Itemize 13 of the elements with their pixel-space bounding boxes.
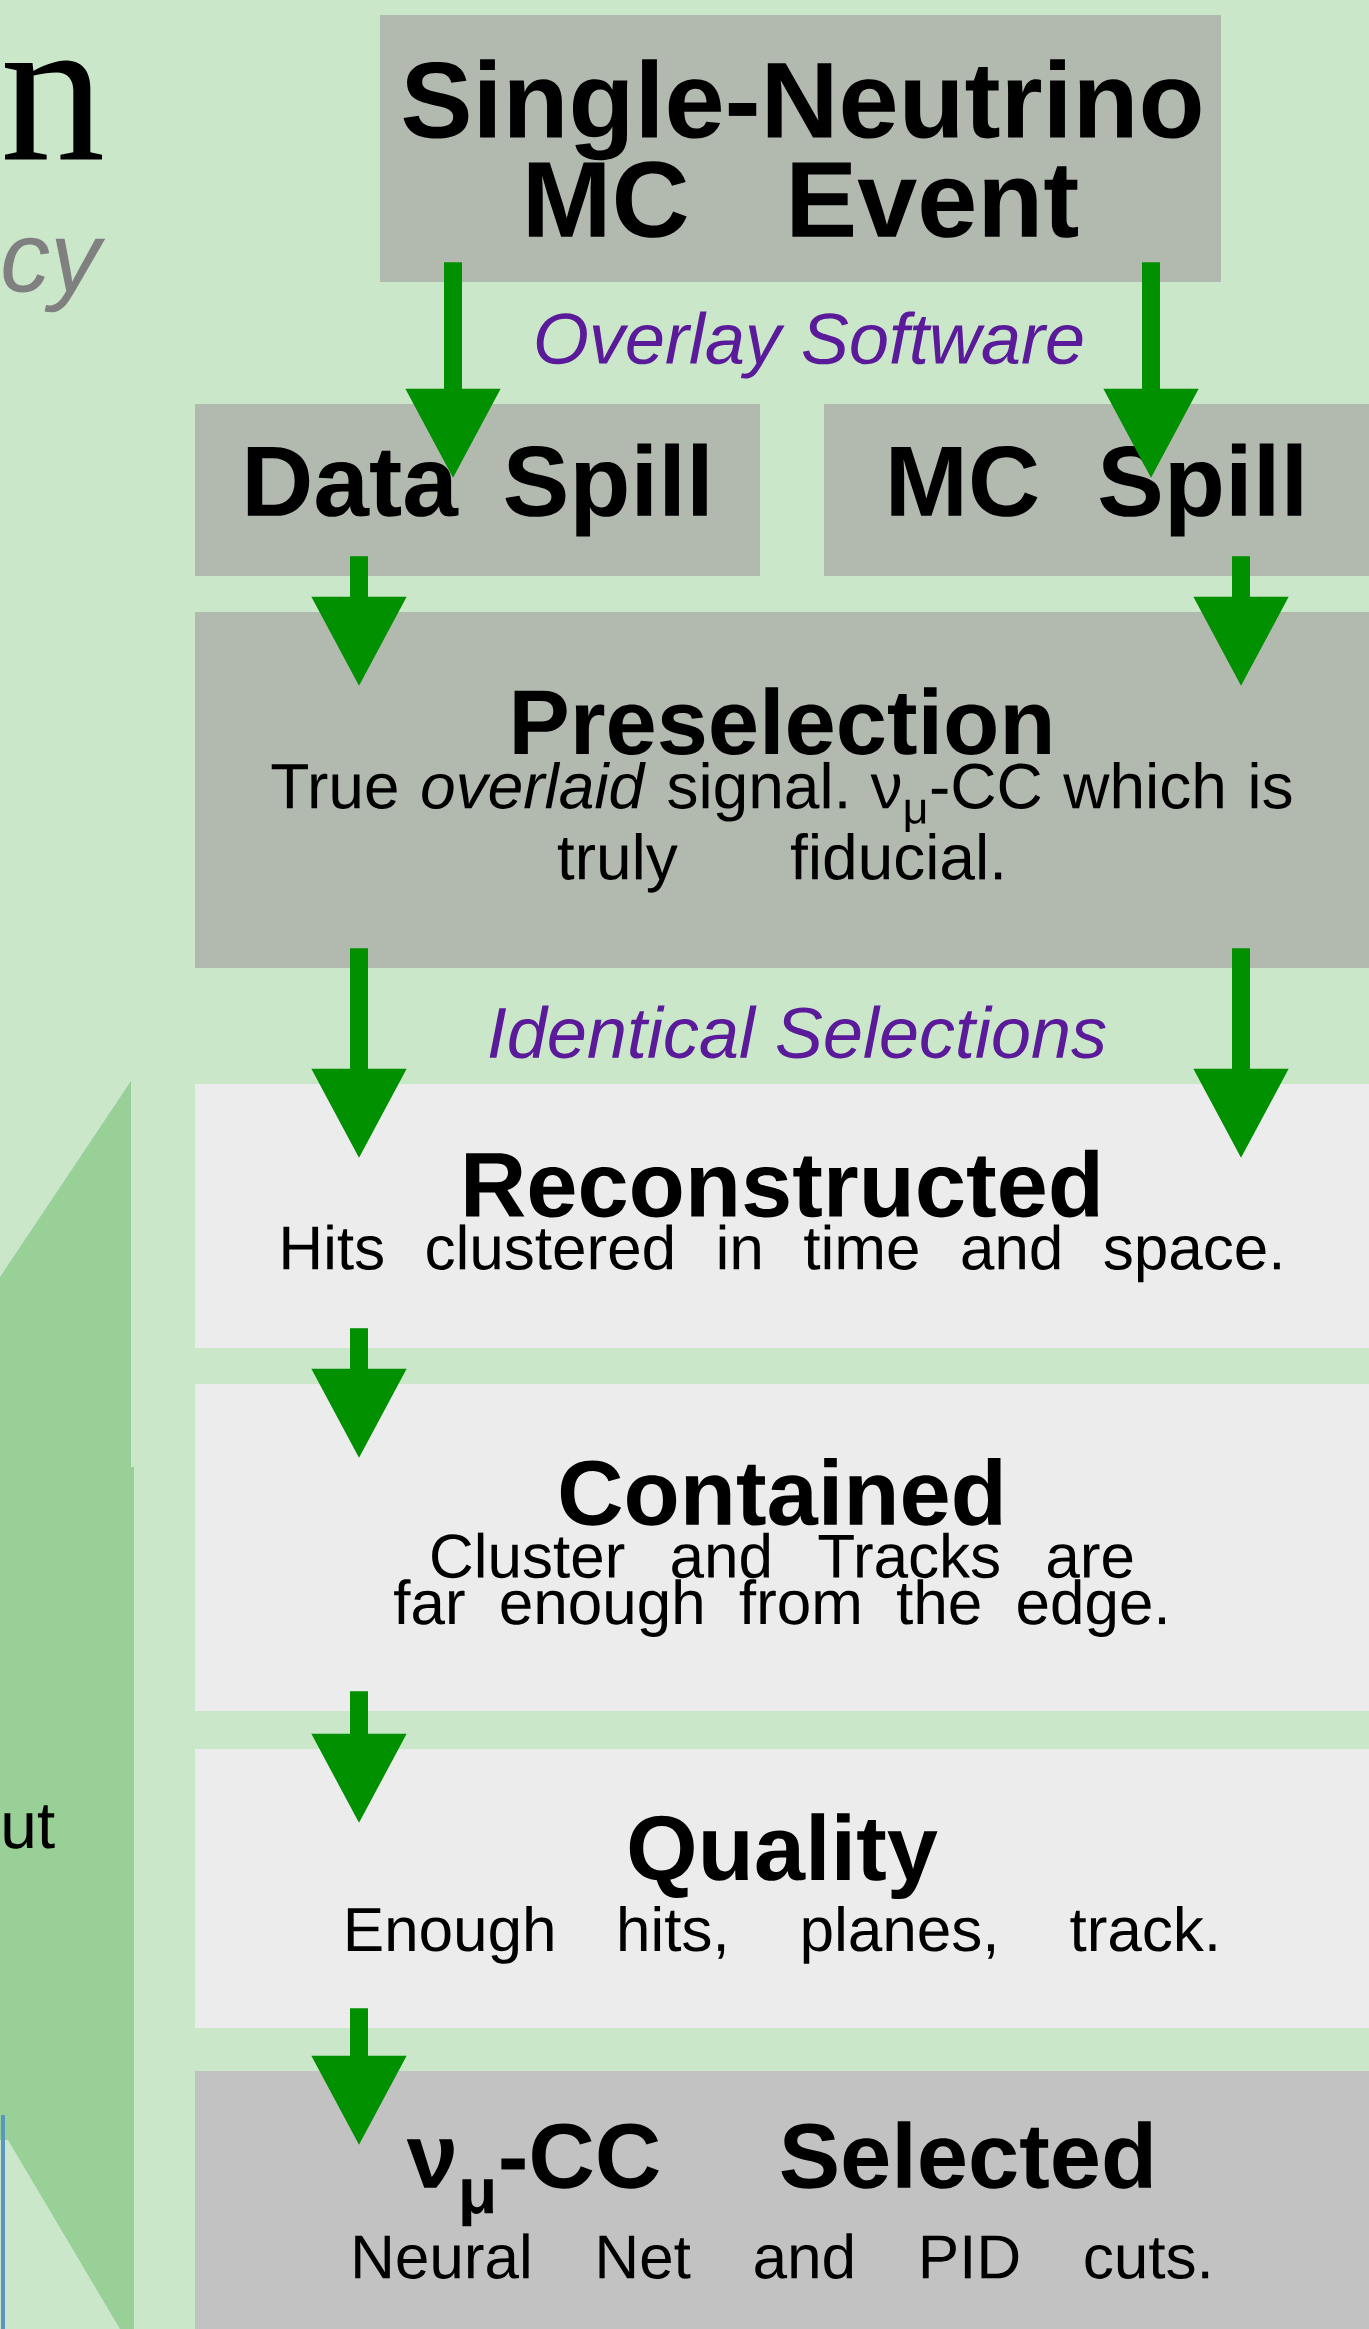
label-text: ut: [4, 1805, 55, 1849]
process-box: Single-Neutrino MC Event: [380, 15, 1221, 282]
process-box: ν$_{μ}$-CC Selected Neural Net and PID cuts.: [195, 2071, 1369, 2329]
process-box: Quality Enough hits, planes, track.: [195, 1749, 1369, 2028]
label-text: n: [5, 60, 102, 160]
process-box: Contained Cluster and Tracks are far enough from the edge.: [195, 1384, 1369, 1711]
label-text: Overlay Software: [536, 311, 1083, 379]
process-box: Preselection True overlaid signal. ν$_{μ}$-CC which is truly fiducial.: [195, 612, 1369, 968]
process-box: Reconstructed Hits clustered in time and space.: [195, 1084, 1369, 1348]
process-box: Data Spill: [195, 404, 760, 576]
label-text: Identical Selections: [489, 1005, 1106, 1059]
process-box: MC Spill: [824, 404, 1369, 576]
label-text: cy: [3, 237, 106, 313]
